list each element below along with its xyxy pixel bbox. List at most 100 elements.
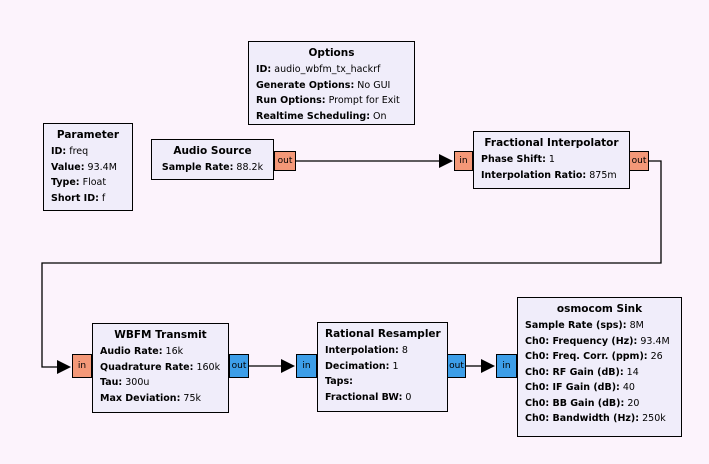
connection-interpolator-to-wbfm[interactable]: [41, 160, 662, 374]
param-label: Audio Rate:: [100, 346, 163, 357]
param-label: Ch0: Freq. Corr. (ppm):: [525, 351, 648, 362]
block-param: Ch0: RF Gain (dB): 14: [525, 365, 674, 381]
block-param: ID: audio_wbfm_tx_hackrf: [256, 62, 407, 78]
param-value: 88.2k: [236, 162, 264, 173]
param-label: Ch0: IF Gain (dB):: [525, 382, 620, 393]
param-value: 1: [392, 360, 399, 372]
block-param: Phase Shift: 1: [481, 152, 622, 168]
port-rational-resampler-out[interactable]: out: [447, 354, 466, 378]
param-label: Ch0: BB Gain (dB):: [525, 397, 625, 409]
param-value: 160k: [196, 361, 221, 373]
block-param: Short ID: f: [51, 191, 125, 207]
block-param: Quadrature Rate: 160k: [100, 360, 221, 376]
param-label: Ch0: RF Gain (dB):: [525, 366, 624, 378]
port-audio-source-out[interactable]: out: [274, 151, 296, 171]
block-title: Audio Source: [173, 145, 252, 157]
param-value: 93.4M: [640, 335, 670, 347]
param-value: Prompt for Exit: [328, 95, 400, 106]
param-value: 0: [405, 391, 412, 403]
param-value: freq: [69, 146, 89, 157]
block-param: Sample Rate (sps): 8M: [525, 318, 674, 334]
param-label: Sample Rate (sps):: [525, 320, 627, 331]
block-param: Ch0: IF Gain (dB): 40: [525, 380, 674, 396]
port-wbfm-transmit-in[interactable]: in: [72, 354, 92, 378]
param-label: Interpolation Ratio:: [481, 169, 587, 181]
block-param: Decimation: 1: [325, 359, 440, 375]
param-label: Sample Rate:: [161, 162, 234, 173]
param-value: 1: [548, 154, 555, 165]
param-value: 250k: [642, 413, 666, 424]
param-value: f: [101, 192, 106, 204]
block-param: Type: Float: [51, 175, 125, 191]
block-param: Ch0: Bandwidth (Hz): 250k: [525, 411, 674, 427]
block-audio-source[interactable]: Audio Source Sample Rate: 88.2k: [151, 139, 274, 180]
connection-wbfm-to-resampler[interactable]: [249, 359, 295, 373]
param-label: Tau:: [100, 377, 123, 388]
port-rational-resampler-in[interactable]: in: [296, 354, 317, 378]
param-value: No GUI: [357, 79, 391, 91]
param-value: On: [373, 110, 387, 122]
block-param: Value: 93.4M: [51, 160, 125, 176]
block-param: Taps:: [325, 374, 440, 390]
param-label: Value:: [51, 161, 85, 173]
block-param: ID: freq: [51, 144, 125, 160]
block-param: Ch0: BB Gain (dB): 20: [525, 396, 674, 412]
block-param: Run Options: Prompt for Exit: [256, 93, 407, 109]
param-value: 14: [626, 366, 639, 378]
block-param: Interpolation: 8: [325, 343, 440, 359]
block-param: Interpolation Ratio: 875m: [481, 168, 622, 184]
param-label: ID:: [256, 64, 272, 75]
param-label: Max Deviation:: [100, 392, 181, 404]
param-value: 8M: [629, 320, 644, 331]
block-title: Parameter: [56, 129, 120, 141]
param-label: Taps:: [325, 376, 353, 387]
param-value: 300u: [125, 377, 150, 388]
block-param: Tau: 300u: [100, 375, 221, 391]
param-label: Quadrature Rate:: [100, 361, 194, 373]
param-value: 26: [650, 351, 663, 362]
param-value: 875m: [589, 169, 617, 181]
param-label: Realtime Scheduling:: [256, 110, 370, 122]
port-fractional-interpolator-in[interactable]: in: [454, 151, 473, 171]
block-param: Sample Rate: 88.2k: [159, 160, 266, 176]
port-osmocom-sink-in[interactable]: in: [496, 354, 517, 378]
block-param: Max Deviation: 75k: [100, 391, 221, 407]
param-label: Type:: [51, 177, 80, 188]
param-label: Decimation:: [325, 360, 390, 372]
block-title: Rational Resampler: [325, 328, 441, 340]
block-title: osmocom Sink: [556, 303, 643, 315]
param-value: 75k: [183, 392, 201, 404]
param-label: Phase Shift:: [481, 154, 546, 165]
port-fractional-interpolator-out[interactable]: out: [629, 151, 649, 171]
param-value: audio_wbfm_tx_hackrf: [274, 64, 381, 75]
connection-resampler-to-sink[interactable]: [466, 359, 495, 373]
param-value: 40: [622, 382, 635, 393]
port-wbfm-transmit-out[interactable]: out: [229, 354, 249, 378]
param-label: Ch0: Bandwidth (Hz):: [525, 413, 640, 424]
block-title: Fractional Interpolator: [484, 137, 619, 149]
block-title: WBFM Transmit: [114, 329, 207, 341]
param-value: 20: [627, 397, 640, 409]
param-label: Ch0: Frequency (Hz):: [525, 335, 638, 347]
block-param: Audio Rate: 16k: [100, 344, 221, 360]
block-title: Options: [308, 47, 355, 59]
param-value: 16k: [165, 346, 184, 357]
param-value: 93.4M: [87, 161, 117, 173]
block-param: Ch0: Freq. Corr. (ppm): 26: [525, 349, 674, 365]
connection-audio-to-interpolator[interactable]: [296, 154, 453, 168]
block-param: Fractional BW: 0: [325, 390, 440, 406]
block-param: Realtime Scheduling: On: [256, 109, 407, 125]
